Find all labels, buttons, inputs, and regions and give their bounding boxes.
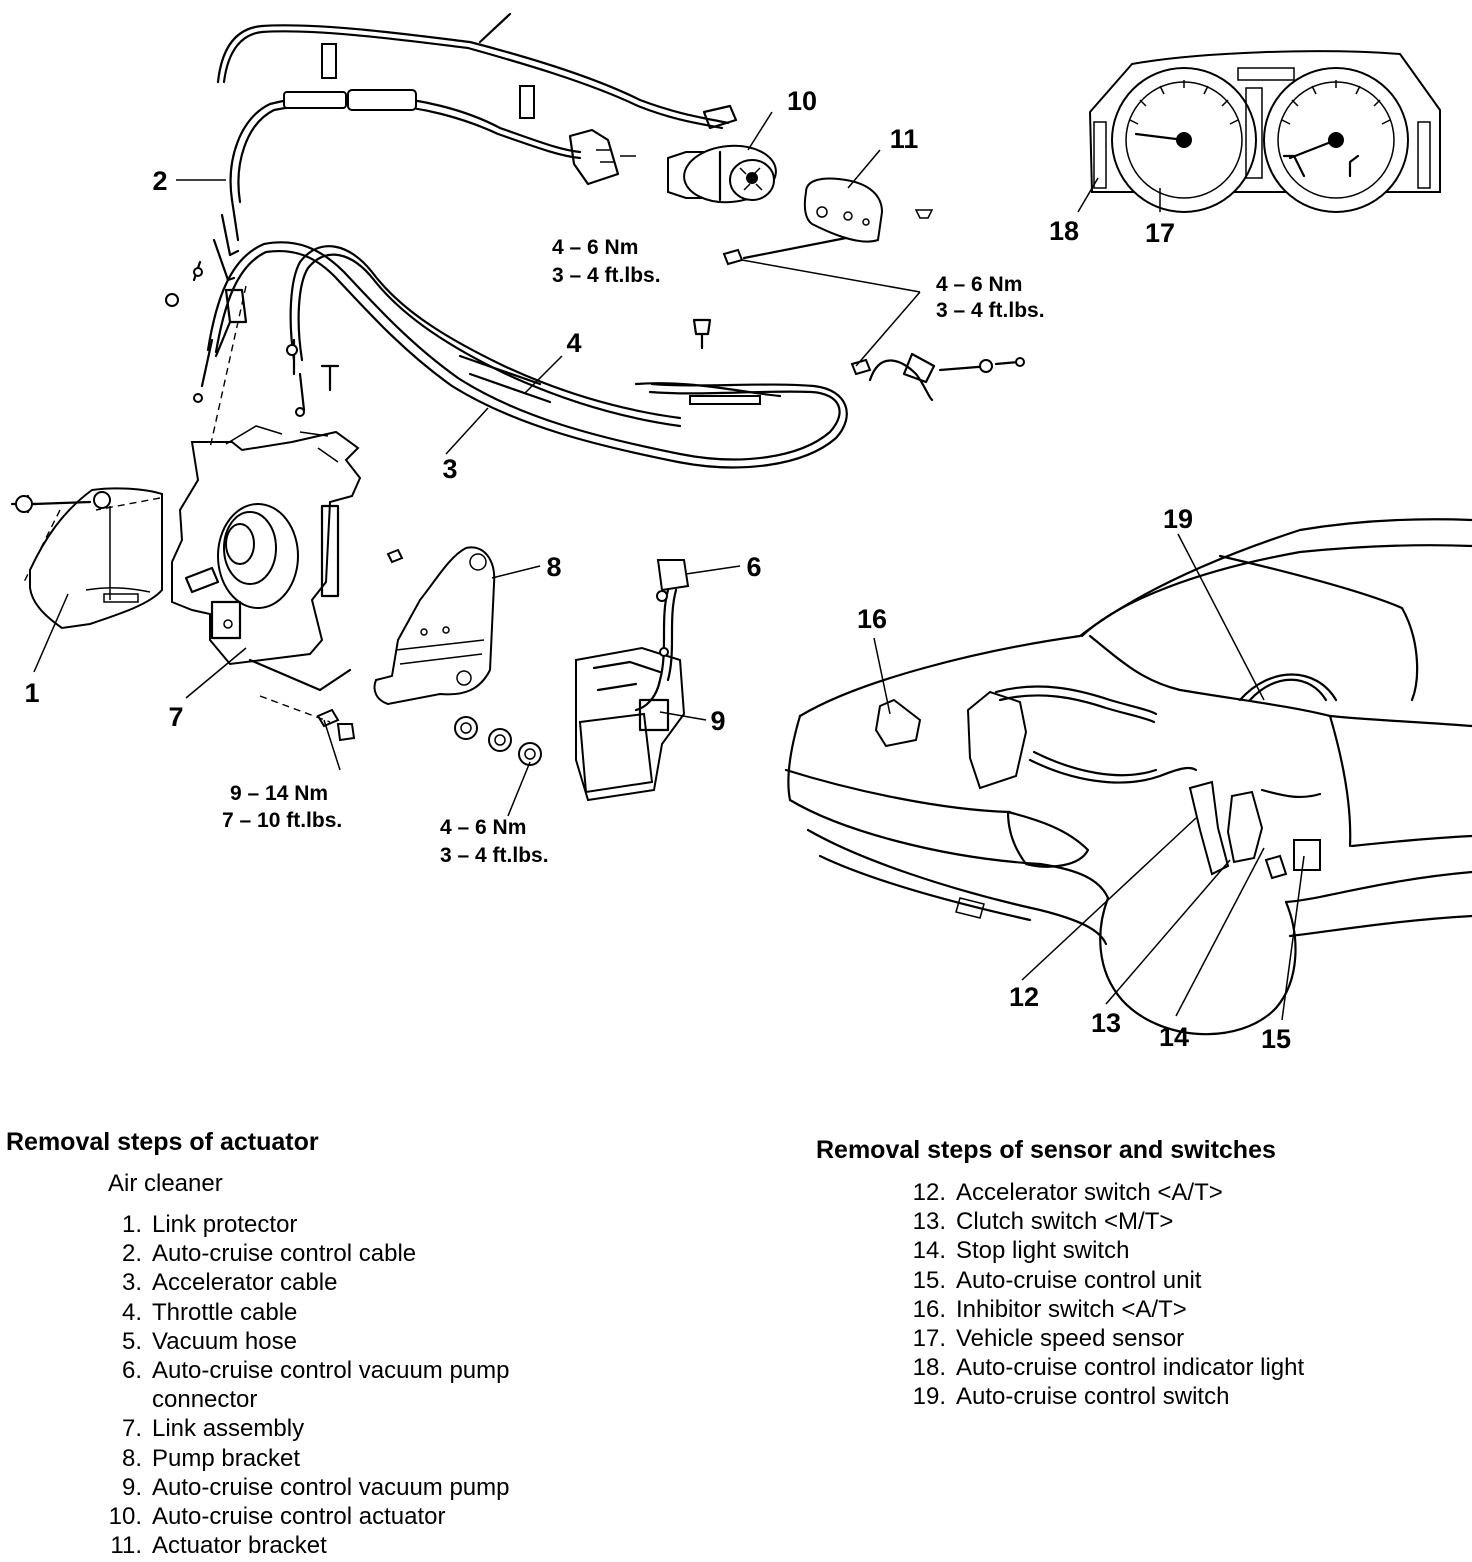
list-item: 13.Clutch switch <M/T> (912, 1208, 1174, 1236)
list-item: 6.Auto-cruise control vacuum pump connec… (121, 1357, 510, 1414)
list-item: 15.Auto-cruise control unit (912, 1266, 1202, 1294)
callout-labels: 1 2 3 4 6 7 8 9 10 11 12 13 14 15 16 17 … (24, 86, 1291, 1054)
accelerator-and-throttle-cables-drawing (193, 241, 1025, 469)
callout-18: 18 (1049, 216, 1079, 246)
callout-14: 14 (1159, 1022, 1189, 1052)
sensor-removal-steps: 12.Accelerator switch <A/T> 13.Clutch sw… (900, 1178, 1460, 1412)
callout-12: 12 (1009, 982, 1039, 1012)
list-item: 17.Vehicle speed sensor (912, 1325, 1185, 1353)
instrument-cluster-drawing (1077, 50, 1441, 213)
torque-3-ftlbs: 7 – 10 ft.lbs. (222, 809, 342, 832)
callout-8: 8 (546, 552, 561, 582)
vehicle-front-drawing (784, 518, 1472, 1036)
list-item: 4.Throttle cable (121, 1298, 298, 1326)
torque-specs: 4 – 6 Nm 3 – 4 ft.lbs. 4 – 6 Nm 3 – 4 ft… (222, 236, 1045, 867)
list-item: 3.Accelerator cable (121, 1269, 338, 1297)
vacuum-pump-drawing (316, 559, 690, 802)
actuator-bracket-drawing (803, 177, 934, 243)
list-item: 5.Vacuum hose (121, 1327, 297, 1355)
callout-2: 2 (152, 166, 167, 196)
list-item: 18.Auto-cruise control indicator light (912, 1354, 1305, 1382)
callout-11: 11 (890, 124, 919, 154)
list-item: 12.Accelerator switch <A/T> (912, 1179, 1223, 1206)
link-assembly-drawing (171, 425, 362, 692)
list-item: 14.Stop light switch (912, 1237, 1130, 1265)
callout-leader-lines (23, 111, 1305, 1021)
torque-2-nm: 4 – 6 Nm (936, 273, 1022, 296)
callout-9: 9 (710, 706, 725, 736)
sensor-removal-title: Removal steps of sensor and switches (816, 1136, 1276, 1164)
callout-16: 16 (857, 604, 887, 634)
list-item: 9.Auto-cruise control vacuum pump (121, 1473, 510, 1501)
list-item: 19.Auto-cruise control switch (912, 1383, 1230, 1411)
torque-3-nm: 9 – 14 Nm (230, 782, 328, 805)
list-item: 11.Actuator bracket (110, 1532, 327, 1560)
list-item: 10.Auto-cruise control actuator (108, 1503, 446, 1531)
exploded-parts-diagram: 1 2 3 4 6 7 8 9 10 11 12 13 14 15 16 17 … (10, 12, 1472, 1054)
torque-1-ftlbs: 3 – 4 ft.lbs. (552, 264, 661, 287)
callout-10: 10 (787, 86, 817, 116)
actuator-pre-step: Air cleaner (108, 1170, 223, 1197)
callout-6: 6 (746, 552, 761, 582)
torque-4-nm: 4 – 6 Nm (440, 816, 526, 839)
list-item: 16.Inhibitor switch <A/T> (912, 1295, 1187, 1323)
callout-19: 19 (1163, 504, 1193, 534)
auto-cruise-control-cable-drawing (192, 12, 738, 282)
callout-15: 15 (1261, 1024, 1291, 1054)
pump-bracket-drawing (373, 546, 496, 706)
list-item: 2.Auto-cruise control cable (121, 1240, 417, 1268)
callout-3: 3 (442, 454, 457, 484)
link-protector-drawing (10, 487, 163, 630)
callout-1: 1 (24, 678, 39, 708)
callout-7: 7 (168, 702, 183, 732)
actuator-removal-steps: 1.Link protector 2.Auto-cruise control c… (96, 1210, 696, 1560)
torque-4-ftlbs: 3 – 4 ft.lbs. (440, 844, 549, 867)
callout-4: 4 (566, 328, 581, 358)
actuator-removal-title: Removal steps of actuator (6, 1128, 319, 1156)
bolts-drawing (165, 236, 872, 392)
torque-2-ftlbs: 3 – 4 ft.lbs. (936, 299, 1045, 322)
callout-17: 17 (1145, 218, 1175, 248)
callout-13: 13 (1091, 1008, 1121, 1038)
torque-1-nm: 4 – 6 Nm (552, 236, 638, 259)
auto-cruise-control-actuator-drawing (667, 144, 777, 204)
list-item: 8.Pump bracket (121, 1444, 301, 1472)
list-item: 7.Link assembly (121, 1415, 305, 1443)
list-item: 1.Link protector (121, 1211, 298, 1238)
